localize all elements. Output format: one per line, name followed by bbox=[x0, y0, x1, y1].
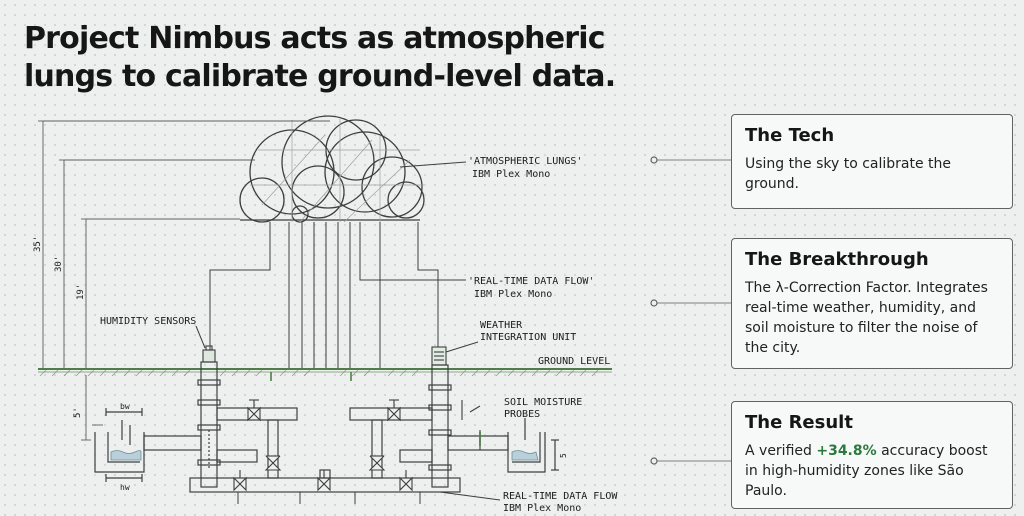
label-data-flow-top-font: IBM Plex Mono bbox=[474, 289, 552, 300]
label-data-flow-bottom: REAL-TIME DATA FLOW bbox=[503, 491, 618, 502]
ground-line bbox=[38, 368, 612, 373]
dim-19: 19' bbox=[76, 284, 86, 300]
label-soil-probes-2: PROBES bbox=[504, 409, 540, 420]
dim-35: 35' bbox=[33, 236, 43, 252]
dim-right-small: 5 bbox=[559, 453, 568, 458]
label-atmospheric-lungs: 'ATMOSPHERIC LUNGS' bbox=[468, 156, 582, 167]
weather-unit-icon bbox=[431, 346, 447, 366]
soil-probe-icon bbox=[461, 400, 481, 450]
card-title-tech: The Tech bbox=[745, 125, 835, 146]
cloud-icon bbox=[239, 115, 425, 223]
card-body-tech: Using the sky to calibrate the ground. bbox=[745, 156, 952, 192]
label-weather-1: WEATHER bbox=[480, 320, 523, 331]
dim-5: 5' bbox=[73, 407, 83, 418]
label-humidity-sensors: HUMIDITY SENSORS bbox=[100, 316, 196, 327]
label-ground-level: GROUND LEVEL bbox=[538, 356, 610, 367]
title-line-1: Project Nimbus acts as atmospheric bbox=[24, 21, 606, 56]
dim-hw: hw bbox=[120, 483, 130, 492]
label-data-flow-bottom-font: IBM Plex Mono bbox=[503, 503, 581, 514]
result-highlight: +34.8% bbox=[816, 443, 877, 459]
pipe-network bbox=[143, 361, 509, 493]
card-the-breakthrough: The Breakthrough The λ-Correction Factor… bbox=[731, 238, 1013, 369]
title-line-2: lungs to calibrate ground-level data. bbox=[24, 59, 616, 94]
card-title-breakthrough: The Breakthrough bbox=[745, 249, 929, 270]
result-text-after: accuracy boost in high-humidity zones li… bbox=[745, 443, 988, 499]
card-body-breakthrough: The λ-Correction Factor. Integrates real… bbox=[745, 280, 988, 356]
humidity-sensor-icon bbox=[202, 345, 216, 363]
label-soil-probes-1: SOIL MOISTURE bbox=[504, 397, 582, 408]
card-title-result: The Result bbox=[745, 412, 853, 433]
valve-icon bbox=[233, 399, 413, 492]
result-text-before: A verified bbox=[745, 443, 817, 459]
card-body-result: A verified +34.8% accuracy boost in high… bbox=[745, 441, 1000, 501]
label-data-flow-top: 'REAL-TIME DATA FLOW' bbox=[468, 276, 594, 287]
card-the-result: The Result A verified +34.8% accuracy bo… bbox=[731, 401, 1013, 509]
label-atmospheric-lungs-font: IBM Plex Mono bbox=[472, 169, 550, 180]
right-basin bbox=[507, 418, 559, 473]
left-basin bbox=[94, 408, 145, 482]
dim-30: 30' bbox=[54, 256, 64, 272]
card-the-tech: The Tech Using the sky to calibrate the … bbox=[731, 114, 1013, 209]
dim-bw: bw bbox=[120, 402, 130, 411]
page-title: Project Nimbus acts as atmospheric lungs… bbox=[24, 20, 616, 96]
label-weather-2: INTEGRATION UNIT bbox=[480, 332, 576, 343]
